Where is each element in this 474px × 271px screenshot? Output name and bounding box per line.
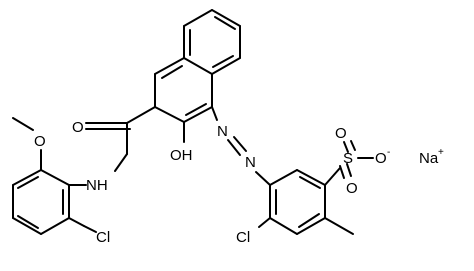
bond — [83, 225, 97, 233]
bond — [211, 9, 241, 27]
bond — [126, 106, 156, 124]
bond — [211, 106, 218, 121]
bond — [161, 65, 183, 79]
bond — [269, 217, 298, 235]
bond — [339, 165, 345, 179]
sodium-label: Na — [419, 150, 439, 167]
bond — [183, 57, 213, 75]
bond — [185, 103, 207, 116]
bond — [211, 57, 241, 75]
sulfonate-group — [339, 140, 374, 179]
bond — [227, 139, 241, 156]
bond — [343, 141, 349, 153]
cl-left-label: Cl — [96, 229, 110, 246]
oxide-charge-label: - — [387, 147, 390, 158]
sodium-charge-label: + — [438, 147, 444, 158]
bond — [296, 169, 326, 186]
bond — [40, 169, 70, 186]
bond — [12, 217, 42, 235]
bond — [154, 106, 185, 123]
bond — [296, 217, 326, 235]
bond — [324, 217, 354, 235]
bond — [212, 55, 234, 68]
azo-n2-label: N — [245, 154, 256, 171]
bond — [183, 9, 213, 27]
bond — [183, 106, 213, 123]
bond — [68, 217, 85, 227]
bond — [114, 153, 128, 172]
benzenesulfonate-ring — [258, 167, 354, 235]
bond — [299, 176, 321, 189]
bond — [346, 163, 352, 177]
methoxy-o-label: O — [34, 133, 46, 150]
bond — [40, 217, 70, 235]
bond — [269, 169, 298, 186]
sulfonate-o-right-label: O — [375, 150, 387, 167]
bond — [17, 176, 39, 189]
azo-n1-label: N — [217, 123, 228, 140]
bond — [214, 16, 236, 30]
bond — [298, 213, 320, 228]
sulfonate-o-bottom-label: O — [346, 180, 358, 197]
bond — [12, 169, 42, 186]
sulfonate-o-top-label: O — [335, 125, 347, 142]
amide-nh-label: NH — [86, 177, 108, 194]
bond — [258, 217, 271, 228]
cl-right-label: Cl — [236, 229, 250, 246]
naphthalene-ring — [154, 9, 241, 123]
bond — [255, 171, 271, 186]
bond — [154, 57, 185, 75]
bond — [12, 117, 34, 131]
chloro-methoxyphenyl-ring — [12, 117, 97, 235]
amide-group — [68, 106, 156, 186]
hydroxyl-label: OH — [170, 147, 193, 164]
bond — [324, 167, 341, 186]
azo-group — [211, 106, 271, 186]
bond — [233, 136, 247, 152]
sulfur-label: S — [343, 150, 353, 167]
bond — [17, 215, 39, 229]
amide-o-label: O — [72, 119, 84, 136]
bond — [350, 140, 356, 151]
